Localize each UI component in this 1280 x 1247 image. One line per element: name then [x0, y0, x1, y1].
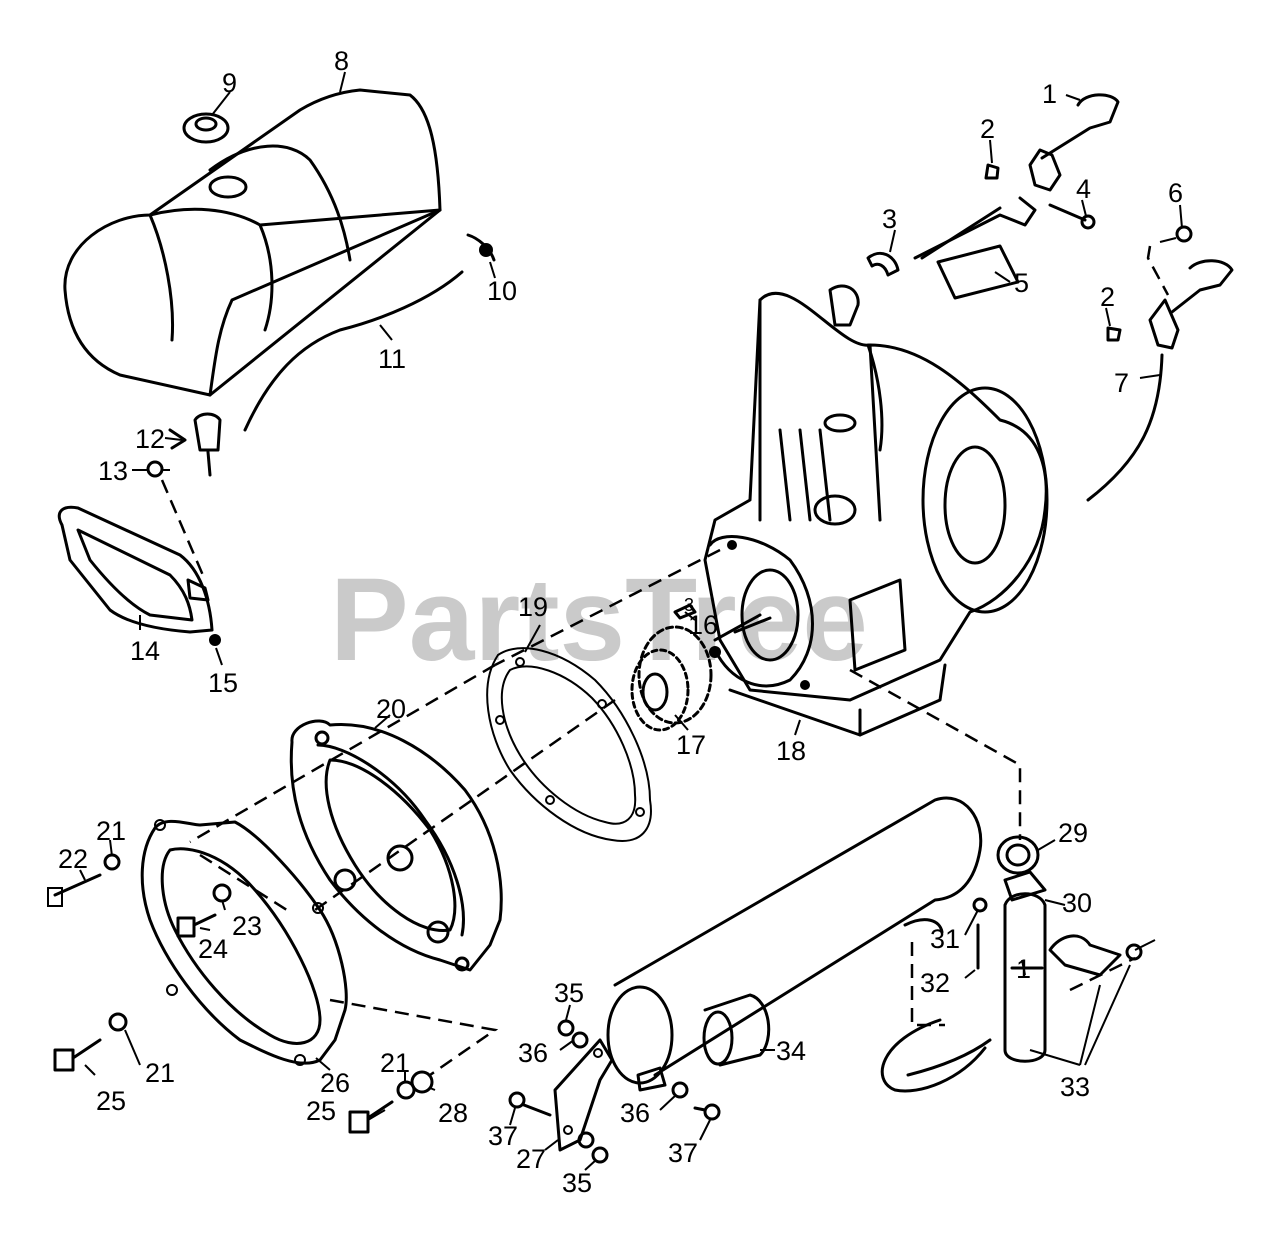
exhaust-pipe[interactable]: [1003, 870, 1047, 1063]
callout-18: 18: [776, 736, 806, 766]
callout-1b: 1: [1016, 954, 1031, 984]
callout-17: 17: [676, 730, 706, 760]
callout-21a: 21: [96, 816, 126, 846]
fuel-tank[interactable]: [63, 88, 442, 397]
nut-15[interactable]: [209, 634, 221, 646]
bolt-37a[interactable]: [508, 1091, 552, 1117]
callout-16: 16: [688, 610, 718, 640]
fuel-cap[interactable]: [182, 112, 230, 144]
nut-2b[interactable]: [1106, 326, 1122, 342]
bracket-small[interactable]: [636, 1066, 667, 1092]
callout-10: 10: [487, 276, 517, 306]
callout-13: 13: [98, 456, 128, 486]
nut-35a[interactable]: [557, 1019, 575, 1037]
screw-31[interactable]: [972, 897, 988, 913]
callout-1: 1: [1042, 79, 1057, 109]
bolt-25b[interactable]: [348, 1100, 394, 1134]
leader-lines: [79, 71, 1183, 1171]
engine[interactable]: [703, 284, 1049, 737]
callout-22: 22: [58, 844, 88, 874]
choke-lever[interactable]: [1148, 259, 1234, 350]
callout-12: 12: [135, 424, 165, 454]
screw-13[interactable]: [146, 460, 170, 478]
callout-28: 28: [438, 1098, 468, 1128]
callout-30: 30: [1062, 888, 1092, 918]
callout-23: 23: [232, 911, 262, 941]
key-16[interactable]: [673, 603, 697, 620]
callout-14: 14: [130, 636, 160, 666]
bolt-4[interactable]: [1048, 203, 1096, 230]
callout-9: 9: [222, 68, 237, 98]
washer-28[interactable]: [410, 1070, 434, 1094]
clamp[interactable]: [168, 428, 187, 450]
callout-25b: 25: [306, 1096, 336, 1126]
washer-36b[interactable]: [671, 1081, 689, 1099]
callout-37a: 37: [488, 1121, 518, 1151]
callout-37b: 37: [668, 1138, 698, 1168]
callout-31: 31: [930, 924, 960, 954]
drive-gear[interactable]: [630, 625, 713, 732]
adapter-housing[interactable]: [289, 719, 503, 972]
callout-27: 27: [516, 1144, 546, 1174]
callout-15: 15: [208, 668, 238, 698]
gasket-plate-26[interactable]: [140, 819, 348, 1066]
callout-21b: 21: [145, 1058, 175, 1088]
watermark: PartsTree: [330, 554, 868, 686]
callout-2a: 2: [980, 114, 995, 144]
bolt-22[interactable]: [47, 873, 102, 907]
washer-36c[interactable]: [577, 1131, 595, 1149]
clip-3[interactable]: [866, 251, 900, 277]
callout-35a: 35: [554, 978, 584, 1008]
bolt-37b[interactable]: [693, 1103, 721, 1121]
fuel-line[interactable]: [243, 270, 464, 432]
bolt-25a[interactable]: [53, 1038, 102, 1072]
callout-6: 6: [1168, 178, 1183, 208]
callout-3-small: 3: [684, 595, 694, 615]
callout-labels: 1 2 2 3 3 4 5 6 7 8 9 10 11 12 13 14 15 …: [58, 46, 1183, 1198]
callout-3: 3: [882, 204, 897, 234]
washer-23[interactable]: [212, 883, 232, 903]
u-bolt-33[interactable]: [880, 1018, 992, 1093]
callout-29: 29: [1058, 818, 1088, 848]
callout-32: 32: [920, 968, 950, 998]
screw-6[interactable]: [1159, 225, 1193, 243]
exhaust-gasket-29[interactable]: [996, 835, 1040, 875]
callout-21c: 21: [380, 1048, 410, 1078]
callout-36a: 36: [518, 1038, 548, 1068]
washer-21b[interactable]: [108, 1012, 128, 1032]
callout-4: 4: [1076, 174, 1091, 204]
washer-21a[interactable]: [103, 853, 121, 871]
nut-2a[interactable]: [984, 163, 1000, 180]
exhaust-clamp[interactable]: [1048, 934, 1156, 977]
choke-cable[interactable]: [1086, 353, 1164, 502]
nut-35b[interactable]: [591, 1146, 609, 1164]
callout-20: 20: [376, 694, 406, 724]
callout-24: 24: [198, 934, 228, 964]
callout-8: 8: [334, 46, 349, 76]
throttle-lever[interactable]: [913, 93, 1120, 260]
callout-11: 11: [378, 344, 406, 374]
callout-36b: 36: [620, 1098, 650, 1128]
callout-25a: 25: [96, 1086, 126, 1116]
callout-35b: 35: [562, 1168, 592, 1198]
gasket-19[interactable]: [486, 647, 652, 842]
callout-2b: 2: [1100, 282, 1115, 312]
decal-5[interactable]: [936, 244, 1020, 300]
fuel-line-fitting[interactable]: [466, 233, 496, 262]
callout-26: 26: [320, 1068, 350, 1098]
washer-36a[interactable]: [571, 1031, 589, 1049]
fuel-shutoff-valve[interactable]: [193, 412, 222, 477]
muffler-bracket-27[interactable]: [553, 1038, 614, 1152]
callout-19: 19: [518, 592, 548, 622]
callout-7: 7: [1114, 368, 1129, 398]
muffler[interactable]: [606, 796, 983, 1085]
callout-5: 5: [1014, 268, 1029, 298]
callout-33: 33: [1060, 1072, 1090, 1102]
tank-strap[interactable]: [57, 505, 214, 634]
bolt-24[interactable]: [176, 913, 217, 938]
callout-34: 34: [776, 1036, 806, 1066]
